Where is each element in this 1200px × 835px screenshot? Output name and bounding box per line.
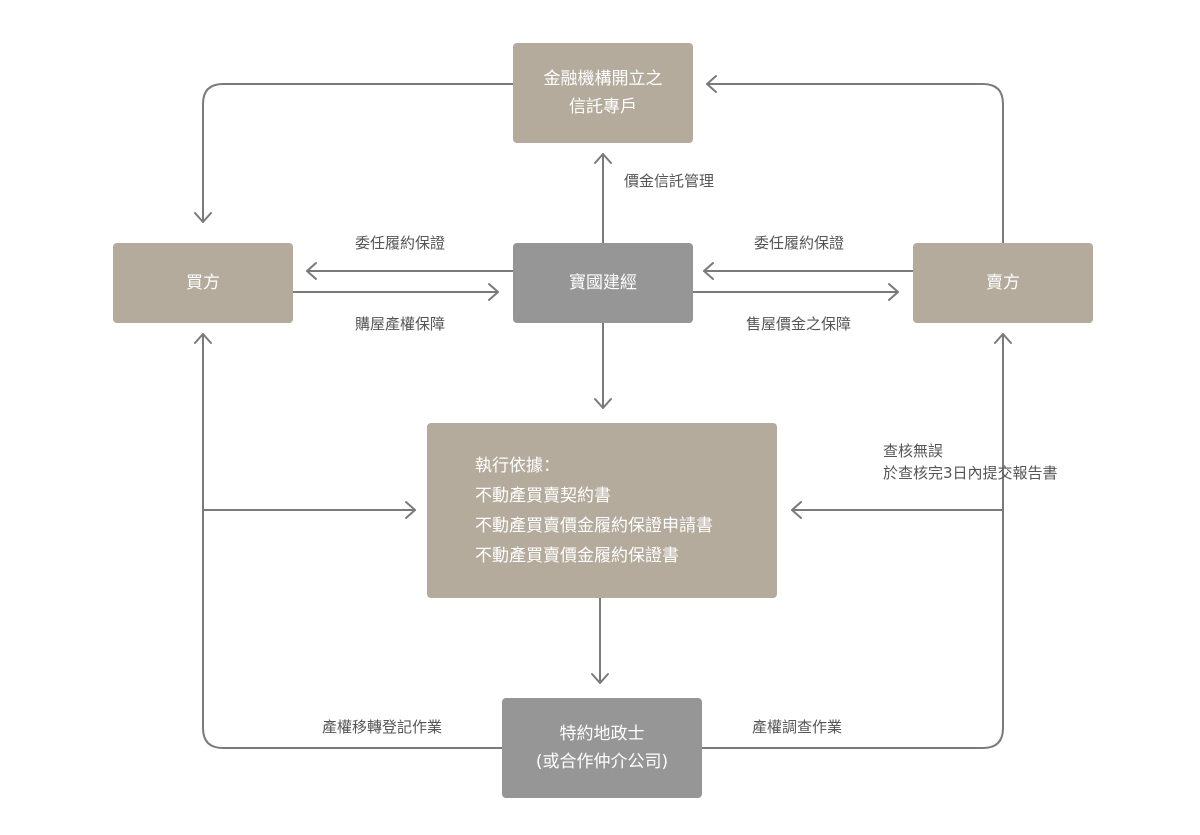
label-commission-left: 委任履約保證 (355, 234, 446, 252)
arrowhead-seller-bottom (994, 333, 1012, 344)
trust-account-line-2: 信託專戶 (569, 97, 637, 117)
arrowhead-center-right (703, 262, 714, 280)
buyer-box: 買方 (113, 243, 293, 323)
seller-label: 賣方 (986, 273, 1020, 293)
basis-item: 不動產買賣價金履約保證書 (475, 545, 679, 566)
basis-item: 不動產買賣價金履約保證申請書 (475, 515, 713, 536)
label-sell-guarantee: 售屋價金之保障 (746, 315, 852, 333)
label-review-line-1: 查核無誤 (883, 442, 944, 460)
arrowhead-scrivener-top (591, 673, 609, 684)
arrowhead-basis-left (405, 501, 416, 519)
arrowhead-basis-right (791, 501, 802, 519)
label-commission-right: 委任履約保證 (754, 234, 845, 252)
label-survey: 產權調查作業 (752, 718, 843, 736)
trust-account-line-1: 金融機構開立之 (543, 69, 663, 89)
basis-heading: 執行依據： (475, 455, 560, 476)
arrowhead-basis-top (594, 398, 612, 409)
arrowhead-buyer-top (194, 212, 212, 223)
arrowhead-trust-bottom (594, 153, 612, 164)
connector-trust-to-buyer (202, 83, 514, 223)
connector-scrivener-to-buyer (202, 333, 503, 749)
scrivener-line-1: 特約地政士 (559, 724, 645, 744)
basis-box: 執行依據： 不動產買賣契約書 不動產買賣價金履約保證申請書 不動產買賣價金履約保… (427, 423, 777, 598)
center-label: 寶國建經 (569, 273, 637, 293)
label-review-line-2: 於查核完3日內提交報告書 (883, 464, 1058, 482)
arrowhead-buyer-bottom (194, 333, 212, 344)
connector-seller-to-trust (706, 83, 1004, 244)
seller-box: 賣方 (913, 243, 1093, 323)
arrowhead-seller-left (888, 283, 899, 301)
label-buy-guarantee: 購屋產權保障 (355, 315, 446, 333)
connector-scrivener-to-seller (701, 333, 1004, 749)
label-transfer: 產權移轉登記作業 (322, 718, 443, 736)
trust-account-box: 金融機構開立之 信託專戶 (513, 43, 693, 143)
label-price-trust: 價金信託管理 (624, 172, 715, 190)
scrivener-line-2: (或合作仲介公司) (535, 752, 669, 772)
center-box: 寶國建經 (513, 243, 693, 323)
arrowhead-buyer-right (306, 262, 317, 280)
arrowhead-trust-right (706, 75, 717, 93)
scrivener-box: 特約地政士 (或合作仲介公司) (502, 698, 702, 798)
basis-item: 不動產買賣契約書 (475, 485, 611, 506)
buyer-label: 買方 (186, 273, 220, 293)
arrowhead-center-left (488, 283, 499, 301)
